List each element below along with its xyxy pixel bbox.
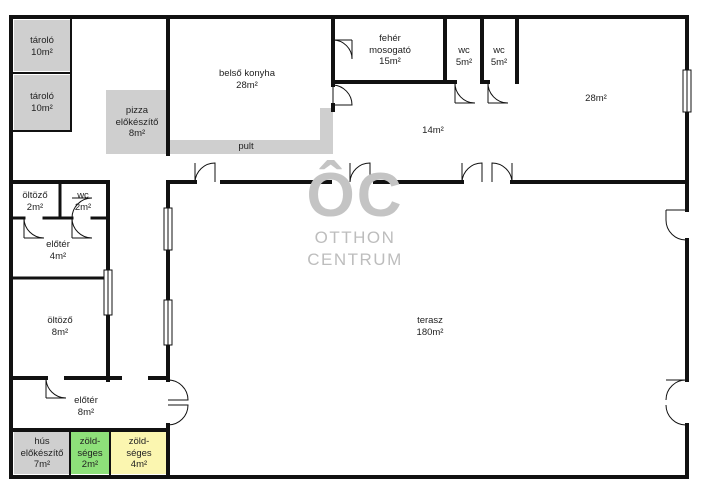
label-inner-kitchen: belső konyha 28m² [219,68,275,91]
room-name-2: séges [77,447,103,459]
room-area: 2m² [74,201,92,213]
room-area: 2m² [81,459,99,470]
label-vegetable-2: zöld- séges 4m² [126,436,151,471]
room-name: előtér [74,395,98,406]
room-name: tároló [30,91,54,102]
room-name: öltöző [47,315,73,326]
room-area: 2m² [26,201,44,213]
door-eloter [45,377,67,399]
room-area: 8m² [51,326,69,338]
room-name: wc [493,45,505,56]
label-room-14: 14m² [422,125,444,137]
room-name: öltöző [22,190,48,201]
door-wc-small [71,217,93,239]
room-name: wc [77,190,89,201]
shaded-rooms [14,20,333,474]
label-pizza-prep: pizza előkészítő 8m² [116,105,159,140]
room-area: 4m² [130,459,148,470]
label-storage-1: tároló 10m² [30,35,54,58]
label-dishwashing: fehér mosogató 15m² [369,33,411,68]
door-terrace-right-2 [665,379,688,426]
room-name: terasz [417,315,443,326]
storage-room-2-fill [14,75,71,131]
room-name: pult [238,141,254,152]
room-area: 10m² [31,46,53,58]
room-area: 8m² [128,128,146,139]
room-name: pizza [125,105,149,116]
room-name-2: előkészítő [20,447,64,459]
room-area: 4m² [49,250,67,262]
door-kitchen-bottom [332,84,353,106]
doors [23,39,688,426]
meat-prep-fill [14,432,70,474]
room-area: 28m² [585,93,607,104]
door-wc-inner [71,197,93,219]
room-area: 8m² [77,406,95,418]
room-area: 14m² [422,125,444,136]
label-terrace: terasz 180m² [417,315,444,338]
windows [103,69,692,346]
label-counter: pult [238,141,253,153]
room-area: 5m² [455,56,473,68]
door-terrace-left [167,379,189,426]
label-hallway-small: előtér 4m² [46,239,70,262]
room-area: 180m² [416,326,444,338]
label-storage-2: tároló 10m² [30,91,54,114]
door-corr-1 [194,162,216,183]
room-name-2: előkészítő [115,116,159,128]
room-area: 10m² [31,102,53,114]
label-changing: öltöző 8m² [47,315,72,338]
room-name: belső konyha [219,68,275,79]
label-wc-small: wc 2m² [75,190,91,213]
room-name-2: mosogató [369,44,411,56]
room-name: tároló [30,35,54,46]
door-wc2 [487,81,509,104]
label-hallway: előtér 8m² [74,395,98,418]
label-vegetable-1: zöld- séges 2m² [77,436,102,471]
counter-shape [170,108,333,154]
room-name: előtér [46,239,70,250]
room-area: 5m² [490,56,508,68]
room-area: 7m² [33,459,51,470]
room-area: 15m² [379,56,401,67]
label-wc-top-2: wc 5m² [491,45,507,68]
door-wc1 [454,81,476,104]
room-name-2: séges [126,447,152,459]
storage-room-1-fill [14,20,71,71]
pizza-prep-fill [106,90,168,154]
room-name: zöld- [79,436,101,447]
room-name: zöld- [128,436,150,447]
vegetable-room-1-fill [71,432,109,474]
label-changing-small: öltöző 2m² [22,190,47,213]
vegetable-room-2-fill [111,432,167,474]
door-corr-2 [349,162,371,183]
door-corr-3 [461,162,483,183]
door-corr-4 [491,162,513,183]
room-name: wc [458,45,470,56]
door-kitchen-top [332,39,353,60]
room-area: 28m² [236,79,258,91]
door-eloter-small [23,217,45,239]
room-name: fehér [379,33,401,44]
room-name: hús [34,436,50,447]
label-room-28: 28m² [585,93,607,105]
door-terrace-right-1 [665,209,688,241]
walls [9,15,689,479]
label-wc-top-1: wc 5m² [456,45,472,68]
label-meat-prep: hús előkészítő 7m² [21,436,64,471]
